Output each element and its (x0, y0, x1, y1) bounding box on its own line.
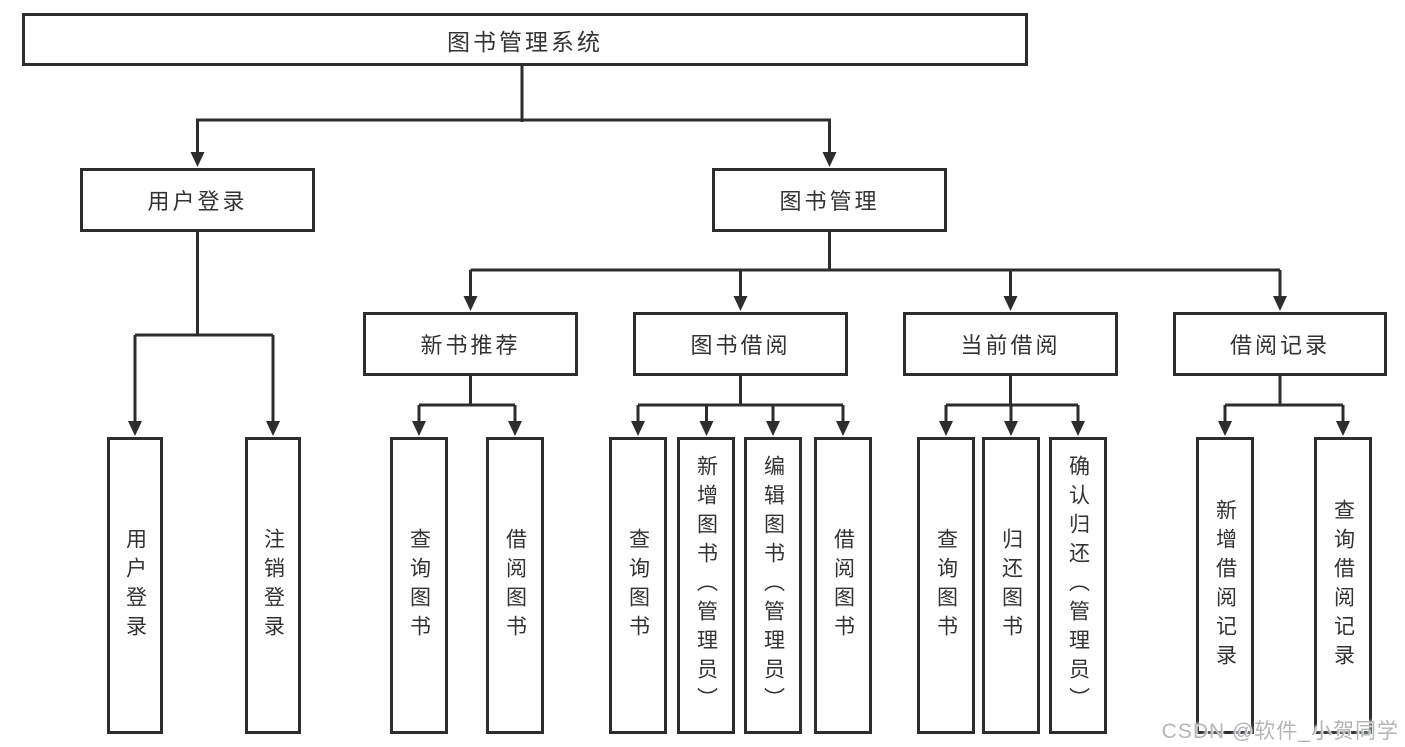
node-label: 借阅记录 (1229, 333, 1330, 358)
leaf-query-books-recommend: 查询图书 (390, 437, 448, 734)
leaf-label: 查询图书 (407, 527, 431, 644)
leaf-label: 归还图书 (999, 527, 1023, 644)
node-label: 图书管理 (779, 189, 880, 214)
leaf-edit-books-admin: 编辑图书（管理员） (744, 437, 802, 734)
leaf-label: 编辑图书（管理员） (761, 455, 785, 716)
leaf-query-borrow-record: 查询借阅记录 (1314, 437, 1372, 734)
leaf-confirm-return-admin: 确认归还（管理员） (1049, 437, 1107, 734)
leaf-add-borrow-record: 新增借阅记录 (1196, 437, 1254, 734)
leaf-label: 查询图书 (626, 527, 650, 644)
leaf-return-books: 归还图书 (982, 437, 1040, 734)
csdn-watermark: CSDN @软件_小贺同学 (1161, 720, 1399, 743)
leaf-label: 查询借阅记录 (1331, 498, 1355, 673)
node-label: 图书管理系统 (447, 28, 603, 55)
leaf-label: 确认归还（管理员） (1066, 455, 1090, 716)
node-book-borrow: 图书借阅 (633, 312, 848, 376)
leaf-label: 借阅图书 (503, 527, 527, 644)
node-label: 新书推荐 (420, 333, 521, 358)
leaf-label: 新增借阅记录 (1213, 498, 1237, 673)
leaf-label: 借阅图书 (831, 527, 855, 644)
leaf-borrow-books: 借阅图书 (814, 437, 872, 734)
node-current-borrow: 当前借阅 (903, 312, 1118, 376)
node-label: 当前借阅 (960, 333, 1061, 358)
node-label: 用户登录 (147, 189, 248, 214)
leaf-user-login: 用户登录 (107, 437, 163, 734)
node-user-login: 用户登录 (80, 168, 315, 232)
node-borrow-records: 借阅记录 (1173, 312, 1387, 376)
leaf-label: 新增图书（管理员） (694, 455, 718, 716)
node-new-book-recommend: 新书推荐 (363, 312, 578, 376)
leaf-add-books-admin: 新增图书（管理员） (677, 437, 735, 734)
node-label: 图书借阅 (690, 333, 791, 358)
leaf-borrow-books-recommend: 借阅图书 (486, 437, 544, 734)
leaf-label: 注销登录 (261, 527, 285, 644)
leaf-query-books-current: 查询图书 (917, 437, 975, 734)
node-library-system: 图书管理系统 (22, 13, 1028, 66)
leaf-label: 用户登录 (123, 527, 147, 644)
leaf-query-books-borrow: 查询图书 (609, 437, 667, 734)
leaf-label: 查询图书 (934, 527, 958, 644)
node-book-management: 图书管理 (712, 168, 947, 232)
leaf-logout: 注销登录 (245, 437, 301, 734)
